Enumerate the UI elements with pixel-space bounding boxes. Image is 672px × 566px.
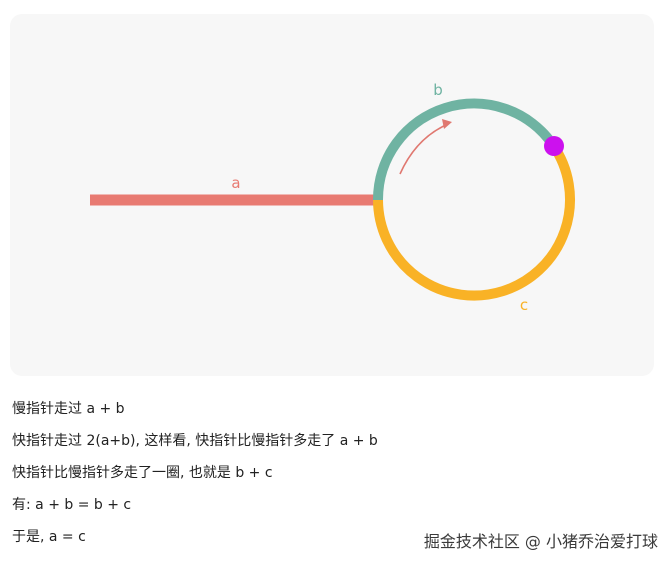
explanation-line-5: 于是, a = c (12, 529, 86, 545)
arc-b (372, 98, 558, 201)
arc-c (373, 142, 575, 301)
label-a: a (231, 174, 240, 192)
explanation-line-1: 慢指针走过 a + b (12, 401, 125, 417)
explanation-line-3: 快指针比慢指针多走了一圈, 也就是 b + c (12, 465, 273, 481)
linked-list-cycle-diagram: a b c (90, 81, 575, 314)
meet-point (544, 136, 564, 156)
direction-arrow-head (442, 119, 452, 129)
watermark: 掘金技术社区 @ 小猪乔治爱打球 (423, 532, 658, 551)
direction-arrow (399, 123, 449, 175)
explanation-line-2: 快指针走过 2(a+b), 这样看, 快指针比慢指针多走了 a + b (12, 433, 378, 449)
explanation-line-4: 有: a + b = b + c (12, 497, 132, 513)
label-c: c (520, 296, 528, 314)
label-b: b (433, 81, 443, 99)
diagram-card: a b c (10, 14, 654, 376)
